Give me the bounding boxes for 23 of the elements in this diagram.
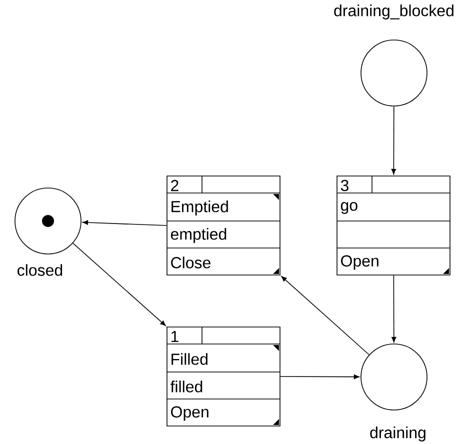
transition-box <box>166 176 280 276</box>
transition-box <box>336 176 450 276</box>
transition-label: Emptied <box>172 200 228 216</box>
transition-number: 1 <box>171 331 178 342</box>
transition-number: 2 <box>171 180 178 192</box>
transition-label: filled <box>170 380 202 392</box>
transition-label: go <box>340 202 358 214</box>
arrow <box>72 242 166 326</box>
transition-label: Open <box>341 255 378 270</box>
transition-number: 3 <box>340 180 348 192</box>
transition-label: Close <box>171 256 210 268</box>
transition-label: emptied <box>170 228 226 243</box>
transition-label: Open <box>171 406 208 421</box>
place-label: draining_blocked <box>334 4 454 20</box>
arrow <box>391 106 396 174</box>
transition-label: Filled <box>172 353 208 365</box>
arrow <box>280 374 360 380</box>
place-label: closed <box>18 264 62 276</box>
arrow <box>392 275 396 342</box>
arrow <box>82 220 167 226</box>
arrow <box>281 276 370 356</box>
transition-box <box>166 326 280 426</box>
place-label: draining <box>370 426 426 442</box>
